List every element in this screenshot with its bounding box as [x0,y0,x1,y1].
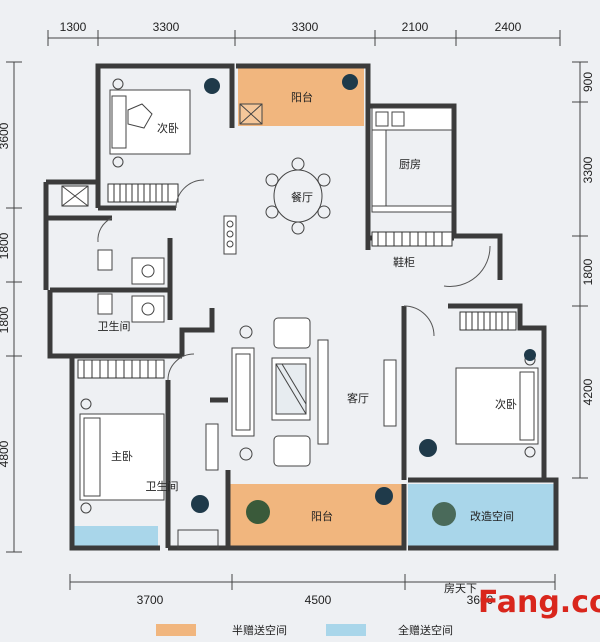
label-bathroom-1: 卫生间 [146,479,179,493]
label-bedroom-secondary-1: 次卧 [157,121,179,135]
door-swings [97,179,491,381]
dim-top-2: 3300 [153,20,180,34]
right-dimension-line: 900 3300 1800 4200 [572,61,595,479]
dim-top-5: 2400 [495,20,522,34]
watermark-brand: Fang.com [478,585,600,620]
dim-bottom-3: 3600 [467,593,494,607]
living-side-cabinet [205,423,219,471]
legend-swatch-full [326,624,366,636]
dim-right-3: 1800 [581,258,595,285]
shoe-cabinet [371,231,453,247]
label-balcony-north: 阳台 [291,90,313,104]
dim-left-3: 1800 [0,306,11,333]
walls [43,63,559,551]
label-bathroom-2: 卫生间 [98,319,131,333]
tv-cabinet [383,359,397,427]
dim-top-4: 2100 [402,20,429,34]
label-dining: 餐厅 [291,190,313,204]
legend-label-full: 全赠送空间 [398,623,453,637]
watermark: Fang.com 房天下 [444,582,600,620]
dim-left-2: 1800 [0,232,11,259]
label-bedroom-secondary-2: 次卧 [495,397,517,411]
master-bay-fill [72,526,158,548]
sofa-set [231,317,329,467]
dining-sideboard [223,215,237,255]
bed-secondary-1 [109,78,191,168]
label-renovation-space: 改造空间 [470,509,514,523]
label-living: 客厅 [347,391,369,405]
sink-1 [131,257,165,285]
top-dimension-line: 1300 3300 3300 2100 2400 [47,20,561,46]
watermark-subtitle: 房天下 [444,582,477,595]
dim-left-1: 3600 [0,122,11,149]
dim-right-4: 4200 [581,378,595,405]
toilet-1 [97,249,113,271]
label-shoe-cabinet: 鞋柜 [393,255,415,269]
kitchen-counter-top [371,107,453,131]
bay-window-frame [177,529,219,549]
dim-top-3: 3300 [292,20,319,34]
dining-table [265,157,331,235]
plant-icons [191,74,536,526]
label-balcony-south: 阳台 [311,509,333,523]
dim-top-1: 1300 [60,20,87,34]
dim-right-2: 3300 [581,156,595,183]
label-kitchen: 厨房 [399,158,421,171]
legend-swatch-half [156,624,196,636]
wardrobe-master [77,359,165,379]
dim-bottom-2: 4500 [305,593,332,607]
left-dimension-line: 3600 1800 1800 4800 [0,61,22,553]
bed-secondary-2 [455,354,539,458]
legend: 半赠送空间 全赠送空间 [156,623,453,637]
bottom-dimension-line: 3700 4500 3600 [69,574,556,607]
legend-label-half: 半赠送空间 [232,623,287,637]
dim-left-4: 4800 [0,440,11,467]
sink-2 [131,295,165,323]
dim-right-1: 900 [581,72,595,92]
toilet-2 [97,293,113,315]
bed-master [79,398,165,514]
kitchen-counter-side [371,129,387,207]
dim-bottom-1: 3700 [137,593,164,607]
label-master-bedroom: 主卧 [111,450,133,463]
